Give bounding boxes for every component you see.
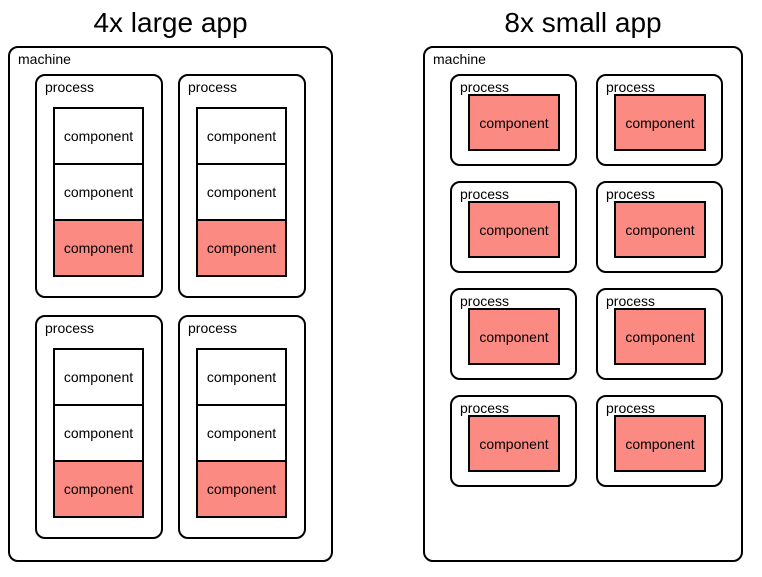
component-stack: component	[614, 415, 706, 472]
figure-title-small-app: 8x small app	[504, 7, 662, 38]
component-stack: component	[614, 201, 706, 258]
component-box-highlighted: component	[468, 201, 560, 258]
process-label: process	[606, 400, 656, 416]
component-box: component	[196, 163, 287, 221]
process-label: process	[460, 79, 510, 95]
component-box: component	[53, 404, 144, 462]
component-box-highlighted: component	[468, 308, 560, 365]
component-box-highlighted: component	[614, 94, 706, 151]
process-label: process	[460, 186, 510, 202]
process-label: process	[606, 186, 656, 202]
component-box-highlighted: component	[614, 308, 706, 365]
process-label: process	[460, 293, 510, 309]
component-stack: component	[468, 201, 560, 258]
component-box-highlighted: component	[468, 415, 560, 472]
component-stack: component	[614, 94, 706, 151]
machine-label: machine	[18, 51, 71, 67]
process-label: process	[188, 320, 238, 336]
component-box: component	[196, 404, 287, 462]
component-box: component	[53, 163, 144, 221]
component-box-highlighted: component	[53, 219, 144, 277]
process-label: process	[45, 79, 95, 95]
component-box-highlighted: component	[53, 460, 144, 518]
process-label: process	[188, 79, 238, 95]
process-label: process	[460, 400, 510, 416]
process-label: process	[606, 79, 656, 95]
component-stack: component	[468, 308, 560, 365]
component-box-highlighted: component	[196, 460, 287, 518]
process-label: process	[45, 320, 95, 336]
process-label: process	[606, 293, 656, 309]
figure-title-large-app: 4x large app	[93, 7, 248, 38]
component-stack: component	[614, 308, 706, 365]
component-box: component	[196, 348, 287, 406]
component-box-highlighted: component	[196, 219, 287, 277]
component-box: component	[196, 107, 287, 165]
machine-label: machine	[433, 51, 486, 67]
component-box: component	[53, 348, 144, 406]
component-box: component	[53, 107, 144, 165]
component-stack: component	[468, 94, 560, 151]
component-box-highlighted: component	[468, 94, 560, 151]
component-box-highlighted: component	[614, 201, 706, 258]
component-stack: component	[468, 415, 560, 472]
component-box-highlighted: component	[614, 415, 706, 472]
